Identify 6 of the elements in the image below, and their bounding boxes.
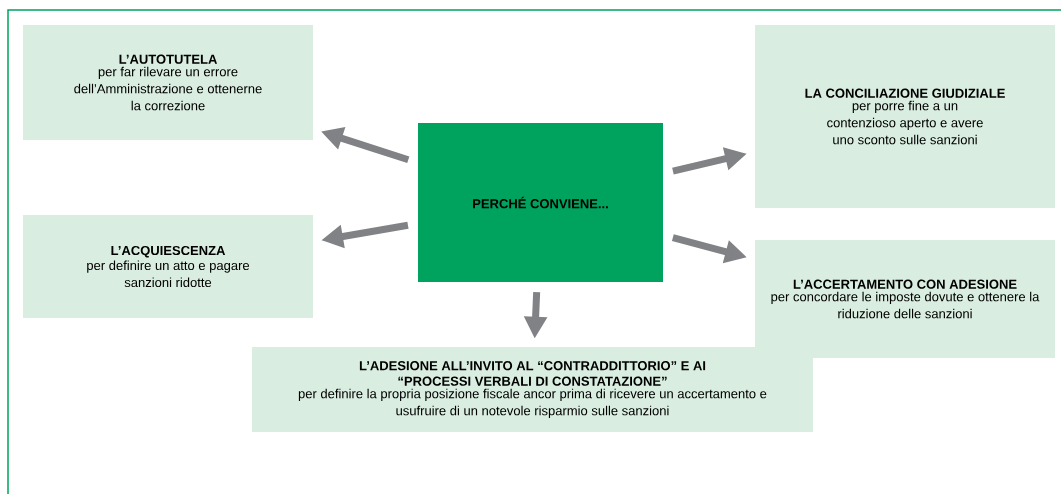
text-box: L’ADESIONE ALL’INVITO AL “CONTRADDITTORIO” E AI “PROCESSI VERBALI DI CONSTATAZIONE” per definire la propria posizione fiscale ancor prima di ricevere un accertamento e usufruire di un notevole risparmio sulle sanzioni — [252, 347, 813, 432]
text-box: L’AUTOTUTELA per far rilevare un errore dell’Amministrazione e ottenerne la correzione — [23, 25, 313, 140]
text-box: L’ACCERTAMENTO CON ADESIONE per concordare le imposte dovute e ottenere la riduzione delle sanzioni — [755, 240, 1055, 358]
text-box: LA CONCILIAZIONE GIUDIZIALE per porre fine a un contenzioso aperto e avere uno sconto sulle sanzioni — [755, 25, 1055, 208]
text-box: L’ACQUIESCENZA per definire un atto e pagare sanzioni ridotte — [23, 215, 313, 318]
center-box: PERCHÉ CONVIENE... — [418, 123, 663, 282]
